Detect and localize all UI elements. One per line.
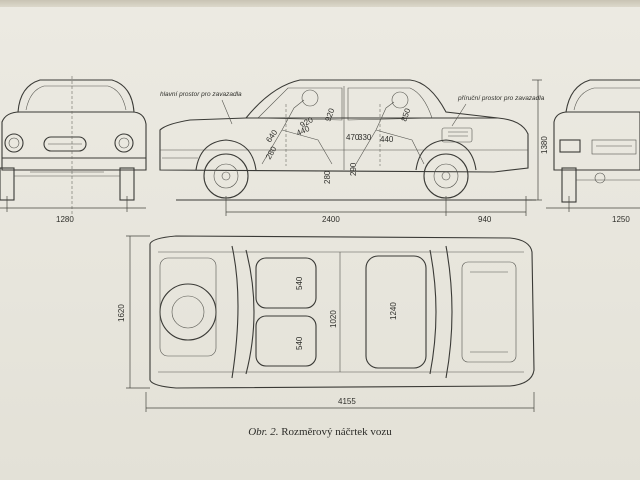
figure-caption: Obr. 2. Rozměrový náčrtek vozu — [0, 426, 640, 438]
dim-top-seat-rear: 540 — [295, 336, 304, 350]
dim-small-a: 280 — [264, 144, 279, 161]
dim-seat-c: 470 — [346, 133, 360, 142]
top-view: 540 540 1240 1020 1620 4155 — [117, 235, 535, 412]
caption-text: Rozměrový náčrtek vozu — [281, 426, 392, 438]
dim-width: 1620 — [117, 304, 126, 322]
dim-rear-440: 440 — [380, 135, 394, 144]
dim-length: 4155 — [338, 397, 356, 406]
dim-front-track: 1280 — [56, 215, 74, 224]
dim-small-b: 920 — [299, 115, 316, 130]
dim-floor-b: 290 — [349, 162, 358, 176]
dim-height: 1380 — [540, 136, 549, 154]
dim-top-seat-width: 1240 — [389, 302, 398, 320]
label-aux-trunk: příruční prostor pro zavazadla — [457, 95, 545, 102]
dim-front-head: 920 — [323, 107, 336, 123]
dim-top-seat-front: 540 — [295, 276, 304, 290]
caption-label: Obr. 2. — [248, 426, 279, 438]
rear-view: 1250 — [546, 79, 640, 224]
front-view: 1280 — [0, 76, 147, 224]
dim-wheelbase: 2400 — [322, 215, 340, 224]
side-view: 2400 940 1380 920 850 640 440 470 330 44… — [159, 79, 549, 224]
dim-rear-track: 1250 — [612, 215, 630, 224]
dim-top-center: 1020 — [329, 310, 338, 328]
page-top-edge — [0, 0, 640, 7]
dim-rear-overhang: 940 — [478, 215, 492, 224]
dim-seat-a: 640 — [264, 128, 279, 145]
dim-seat-d: 330 — [358, 133, 372, 142]
dim-floor-a: 280 — [323, 170, 332, 184]
dim-rear-head: 850 — [399, 107, 412, 123]
label-main-trunk: hlavní prostor pro zavazadla — [160, 91, 242, 98]
